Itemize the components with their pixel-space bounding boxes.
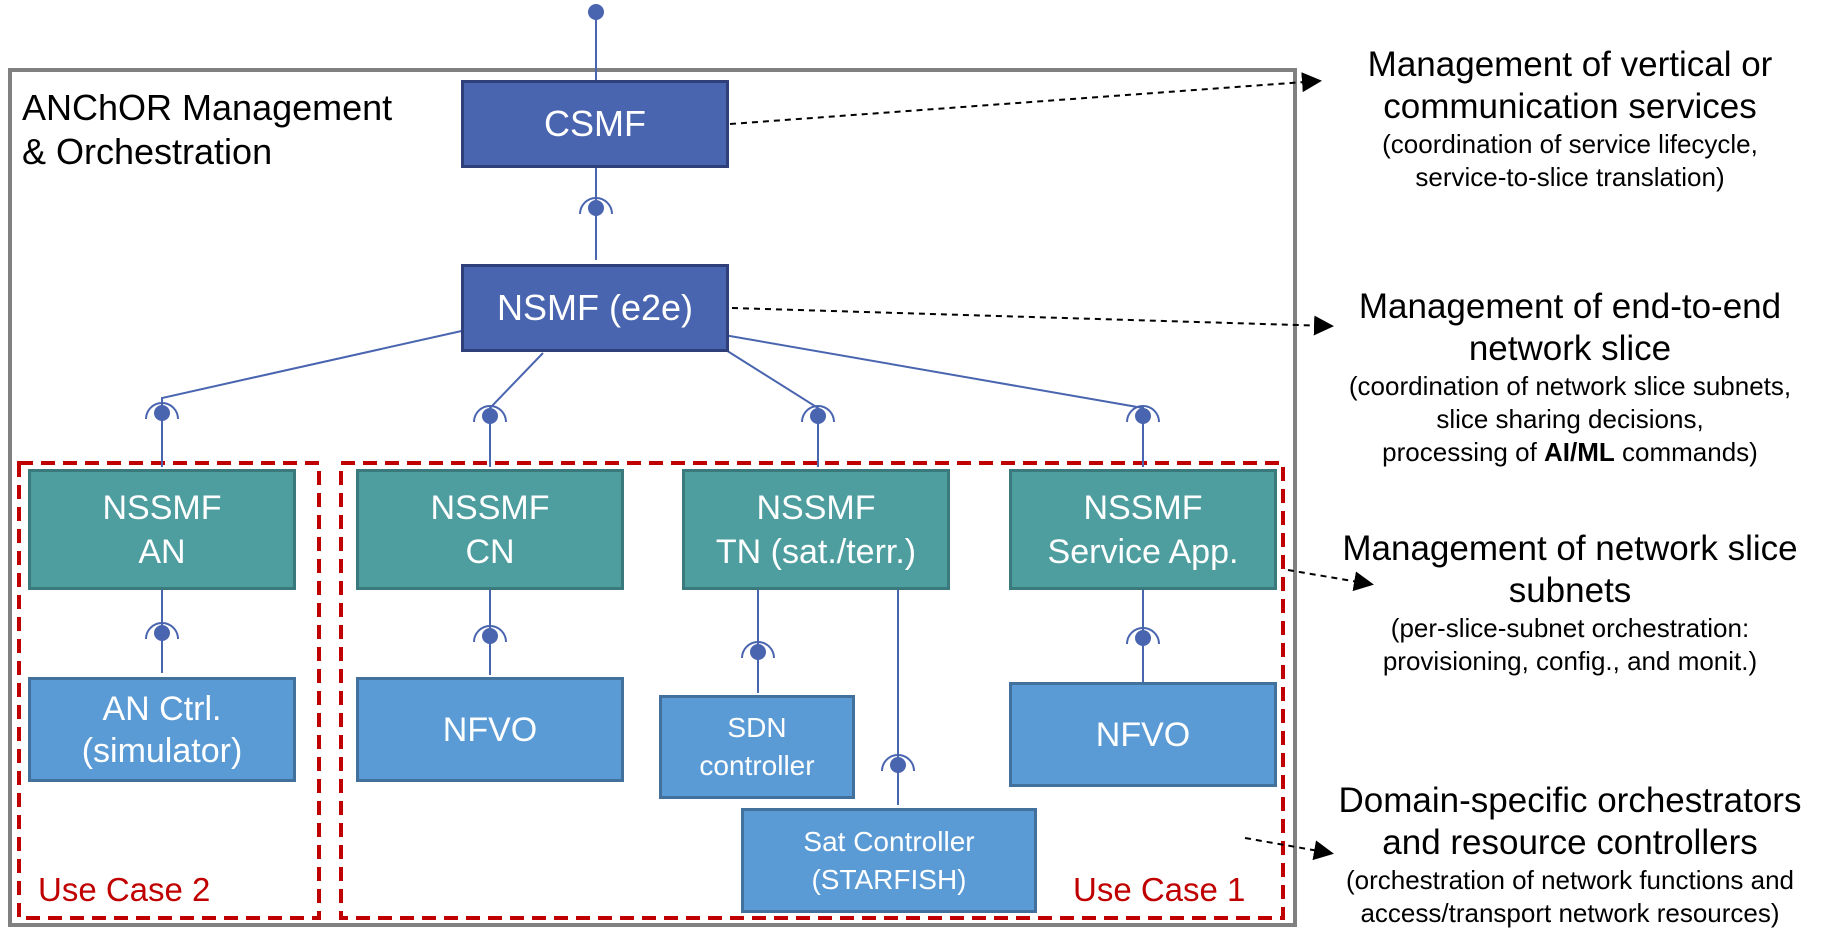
interface-icon	[145, 4, 1160, 773]
csmf-box[interactable]: CSMF	[461, 80, 729, 168]
nsmf-label: NSMF (e2e)	[496, 287, 694, 328]
nfvo-cn-label: NFVO	[442, 710, 538, 749]
use-case-2-region	[17, 461, 321, 920]
annotation-3-sub: (per-slice-subnet orchestration: provisi…	[1382, 613, 1758, 676]
annotation-domain-orchestrators: Domain-specific orchestrators and resour…	[1305, 780, 1835, 930]
use-case-1-label: Use Case 1	[1073, 871, 1246, 908]
annotation-subnet-management: Management of network slice subnets (per…	[1305, 528, 1835, 678]
annotation-service-management: Management of vertical or communication …	[1305, 44, 1835, 194]
nssmf-cn-box[interactable]: NSSMF CN	[356, 469, 624, 590]
nssmf-service-app-label: NSSMF Service App.	[1047, 488, 1239, 571]
annotation-4-sub: (orchestration of network functions and …	[1345, 865, 1795, 928]
an-ctrl-label: AN Ctrl. (simulator)	[81, 689, 243, 770]
sdn-controller-label: SDN controller	[699, 712, 815, 781]
annotation-arrow-3	[1287, 569, 1374, 592]
nssmf-tn-label: NSSMF TN (sat./terr.)	[715, 488, 917, 571]
annotation-2-sub-3-pre: processing of	[1382, 437, 1545, 467]
annotation-2-title: Management of end-to-end network slice	[1358, 287, 1782, 368]
annotation-arrow-1	[729, 72, 1322, 125]
annotation-2-sub-1: (coordination of network slice subnets,	[1348, 371, 1792, 401]
nssmf-an-box[interactable]: NSSMF AN	[28, 469, 296, 590]
annotation-arrow-4	[1244, 837, 1334, 861]
nssmf-cn-label: NSSMF CN	[430, 488, 550, 571]
annotation-2-sub-3: processing of AI/ML commands)	[1305, 436, 1835, 469]
annotation-2-sub-3-post: commands)	[1614, 437, 1758, 467]
annotation-2-sub-3-bold: AI/ML	[1544, 437, 1615, 467]
anchor-frame	[8, 68, 1297, 927]
annotation-1-title: Management of vertical or communication …	[1367, 45, 1773, 126]
annotation-2-sub-2: slice sharing decisions,	[1436, 404, 1704, 434]
nfvo-cn-box[interactable]: NFVO	[356, 677, 624, 782]
nssmf-service-app-box[interactable]: NSSMF Service App.	[1009, 469, 1277, 590]
anchor-title: ANChOR Management & Orchestration	[22, 87, 393, 172]
sdn-controller-box[interactable]: SDN controller	[659, 695, 855, 799]
sat-controller-label: Sat Controller (STARFISH)	[803, 825, 975, 895]
an-ctrl-box[interactable]: AN Ctrl. (simulator)	[28, 677, 296, 782]
nsmf-box[interactable]: NSMF (e2e)	[461, 264, 729, 352]
csmf-label: CSMF	[544, 103, 646, 144]
annotation-4-title: Domain-specific orchestrators and resour…	[1338, 781, 1802, 862]
nfvo-service-app-label: NFVO	[1095, 715, 1191, 754]
annotation-1-sub: (coordination of service lifecycle, serv…	[1382, 129, 1758, 192]
use-case-2-label: Use Case 2	[38, 871, 211, 908]
use-case-1-region	[339, 461, 1285, 920]
sat-controller-box[interactable]: Sat Controller (STARFISH)	[741, 808, 1037, 913]
annotation-3-title: Management of network slice subnets	[1342, 529, 1798, 610]
annotation-slice-management: Management of end-to-end network slice (…	[1305, 286, 1835, 469]
nssmf-tn-box[interactable]: NSSMF TN (sat./terr.)	[682, 469, 950, 590]
annotation-arrow-2	[731, 307, 1334, 336]
nfvo-service-app-box[interactable]: NFVO	[1009, 682, 1277, 787]
nssmf-an-label: NSSMF AN	[102, 488, 222, 571]
